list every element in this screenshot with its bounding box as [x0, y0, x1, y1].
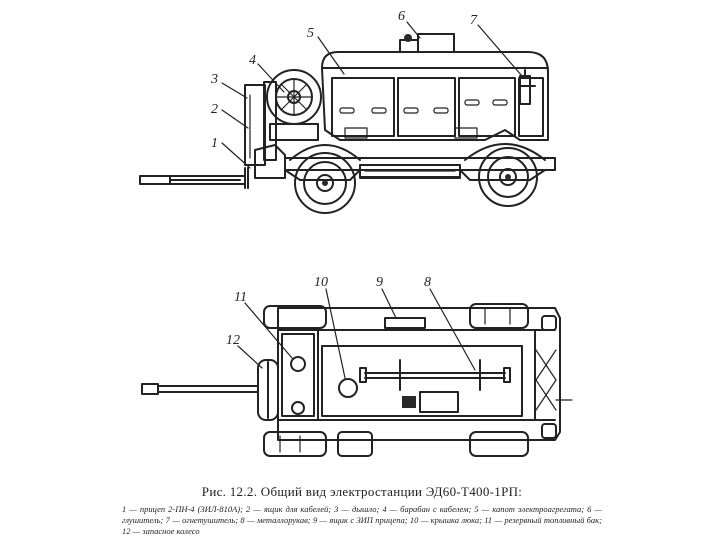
muffler-side — [399, 33, 455, 53]
reserve-fuel-tank-top — [281, 333, 315, 417]
drawbar-side — [139, 167, 249, 189]
rear-frame-top — [535, 315, 573, 439]
caption-legend: 1 — прицеп 2-ПН-4 (ЗИЛ-810А); 2 — ящик д… — [122, 504, 602, 536]
caption-title: Рис. 12.2. Общий вид электростанции ЭД60… — [201, 484, 523, 499]
trailer-frame-side — [254, 144, 556, 181]
drawbar-top — [141, 383, 259, 395]
callout-3: 3 — [210, 72, 218, 87]
fire-extinguisher-side — [519, 69, 536, 105]
callout-6: 6 — [398, 9, 405, 24]
side-view: 1 2 3 4 5 6 7 — [139, 9, 556, 214]
side-leader-lines — [221, 21, 523, 169]
top-view: 8 9 10 11 12 — [141, 275, 573, 457]
front-fender — [289, 144, 361, 161]
rear-wheel-side — [478, 147, 538, 207]
callout-7: 7 — [470, 13, 478, 28]
callout-11: 11 — [234, 290, 247, 305]
callout-8: 8 — [424, 275, 431, 290]
rear-fender — [464, 143, 546, 161]
callout-4: 4 — [249, 53, 256, 68]
top-leader-lines — [237, 288, 476, 379]
hood-panel-top — [321, 345, 523, 417]
callout-9: 9 — [376, 275, 383, 290]
front-wheel-side — [294, 152, 356, 214]
spare-parts-box-top — [384, 317, 426, 329]
callout-2: 2 — [211, 102, 218, 117]
trailer-body-top — [277, 307, 561, 441]
generator-hood-side — [321, 51, 549, 141]
callout-10: 10 — [314, 275, 328, 290]
cable-drum-side — [266, 69, 322, 141]
callout-5: 5 — [307, 26, 314, 41]
hatch-lid-top — [338, 378, 358, 398]
wheels-top — [263, 303, 529, 457]
metal-hose-top — [359, 359, 511, 391]
figure-caption: Рис. 12.2. Общий вид электростанции ЭД60… — [122, 484, 602, 548]
callout-12: 12 — [226, 333, 240, 348]
spare-wheel-top — [257, 359, 279, 421]
cable-box-side — [244, 81, 277, 166]
valve-block-top — [402, 391, 459, 413]
callout-1: 1 — [211, 136, 218, 151]
